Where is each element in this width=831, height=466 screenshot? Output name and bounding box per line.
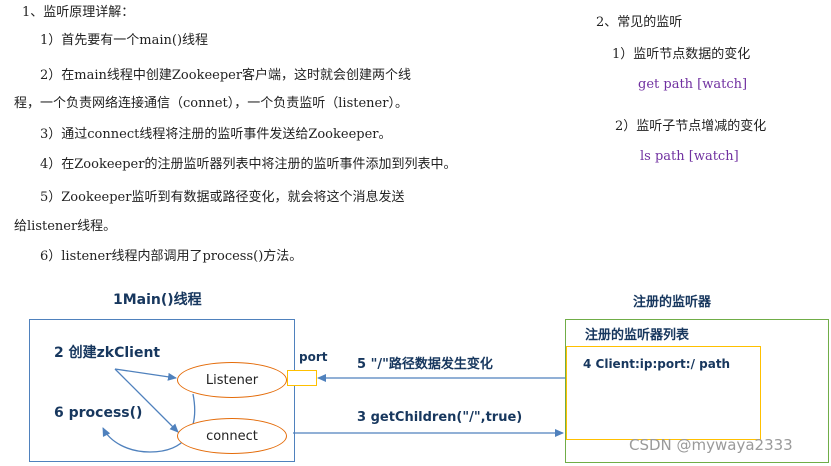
step-2-line-1: 2）在main线程中创建Zookeeper客户端，这时就会创建两个线 [40, 68, 412, 83]
main-thread-box [29, 319, 295, 462]
path-change-label: 5 "/"路径数据发生变化 [357, 357, 493, 372]
step-2-line-2: 程，一个负责网络连接通信（connet），一个负责监听（listener）。 [14, 96, 408, 111]
listener-label: Listener [205, 372, 259, 388]
arrow-create-connect [114, 368, 179, 433]
common-watch-heading: 2、常见的监听 [596, 15, 683, 30]
process-label: 6 process() [54, 405, 143, 421]
connect-label: connect [206, 428, 258, 444]
registry-title: 注册的监听器 [633, 295, 712, 310]
registry-box [565, 319, 829, 463]
watch-item-2-command: ls path [watch] [640, 149, 739, 164]
step-1: 1）首先要有一个main()线程 [40, 33, 209, 48]
watch-item-1: 1）监听节点数据的变化 [612, 47, 751, 62]
step-6: 6）listener线程内部调用了process()方法。 [40, 249, 303, 264]
watch-item-1-command: get path [watch] [638, 77, 748, 92]
step-3: 3）通过connect线程将注册的监听事件发送给Zookeeper。 [40, 127, 392, 142]
connect-thread: connect [177, 418, 287, 454]
arrow-create-listener [114, 368, 177, 381]
port-label: port [299, 350, 328, 364]
registry-list-box [566, 346, 761, 440]
registry-entry: 4 Client:ip:port:/ path [583, 357, 731, 371]
registry-list-title: 注册的监听器列表 [585, 328, 690, 343]
step-5-line-1: 5）Zookeeper监听到有数据或路径变化，就会将这个消息发送 [40, 190, 405, 205]
arrow-listener-process [102, 393, 196, 453]
listener-thread: Listener [177, 362, 287, 398]
get-children-label: 3 getChildren("/",true) [357, 410, 523, 425]
create-zkclient-label: 2 创建zkClient [54, 345, 161, 361]
step-5-line-2: 给listener线程。 [14, 219, 117, 234]
step-4: 4）在Zookeeper的注册监听器列表中将注册的监听事件添加到列表中。 [40, 157, 457, 172]
principle-heading: 1、监听原理详解： [22, 5, 135, 20]
csdn-watermark: CSDN @mywaya2333 [629, 436, 793, 454]
watch-item-2: 2）监听子节点增减的变化 [615, 119, 767, 134]
main-thread-title: 1Main()线程 [113, 292, 202, 308]
port-box [287, 370, 317, 386]
